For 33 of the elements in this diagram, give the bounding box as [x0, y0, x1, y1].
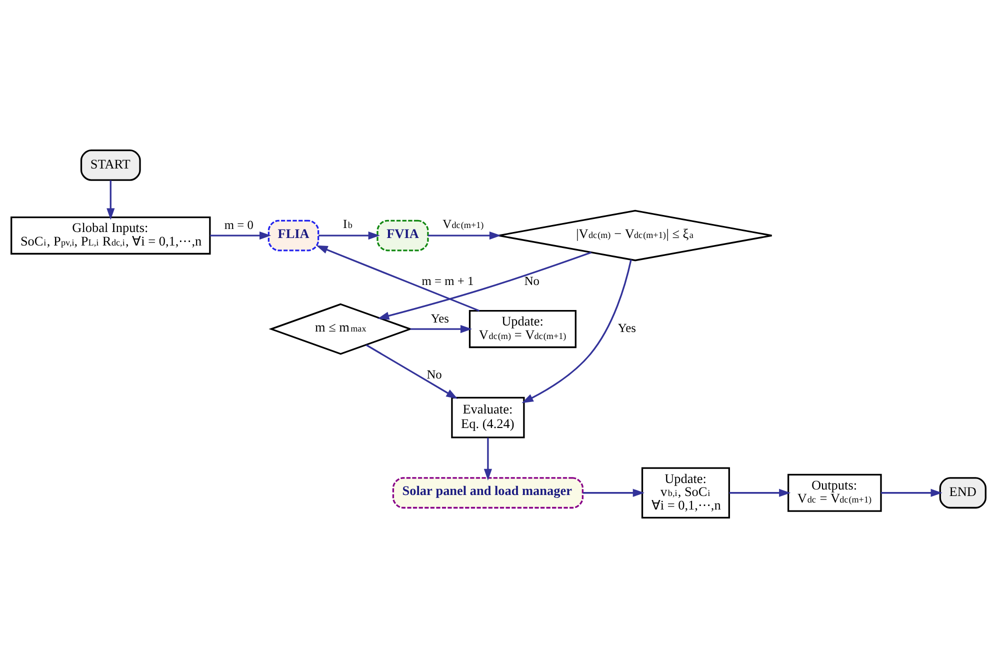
node-box: FLIA	[268, 220, 320, 252]
arrow	[410, 324, 472, 334]
arrow	[106, 180, 115, 220]
arrow	[377, 252, 592, 320]
node-box: Global Inputs: SoCi, Ppv,i, PL,i Rdc,i, ∀i = 0,1,⋯,n	[10, 216, 211, 255]
arrow	[729, 488, 791, 497]
edge-label: Vdc(m+1)	[442, 217, 484, 232]
arrow	[522, 259, 632, 404]
arrow	[881, 488, 942, 497]
arrow	[428, 231, 502, 240]
arrow	[318, 231, 380, 240]
node-box: Outputs: Vdc = Vdc(m+1)	[787, 474, 882, 512]
edge-label: No	[426, 368, 442, 382]
arrow	[366, 344, 458, 399]
node-box: Evaluate: Eq. (4.24)	[451, 396, 525, 438]
node-box: Update: vb,i, SoCi ∀i = 0,1,⋯,n	[641, 467, 730, 519]
edge-label: m = m + 1	[422, 274, 474, 288]
arrow	[582, 488, 644, 497]
node-box: Solar panel and load manager	[392, 477, 584, 509]
edge-label: Ib	[342, 217, 352, 232]
node-box: Update: Vdc(m) = Vdc(m+1)	[468, 310, 576, 348]
edge-label: No	[524, 274, 540, 288]
node-diamond: |Vdc(m) − Vdc(m+1)| ≤ ξa	[498, 210, 773, 262]
edge-label: Yes	[618, 320, 636, 335]
edge-label: Yes	[430, 311, 449, 326]
arrow	[210, 231, 272, 240]
arrow	[484, 438, 492, 480]
edge-label: m = 0	[224, 218, 254, 232]
node-diamond: m ≤ mmax	[268, 303, 413, 355]
node-box: FVIA	[376, 220, 429, 252]
arrow	[316, 245, 480, 312]
node-box: START	[80, 149, 141, 181]
node-box: END	[939, 477, 986, 509]
